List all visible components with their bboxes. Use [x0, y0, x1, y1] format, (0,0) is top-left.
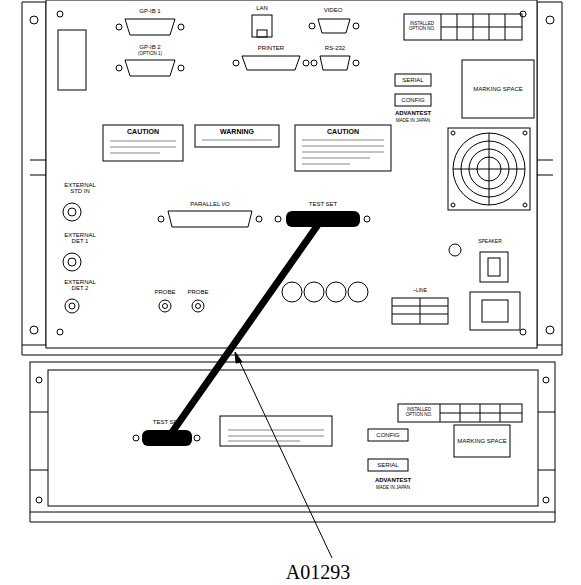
- panel-label: MARKING SPACE: [457, 438, 507, 444]
- panel-label: MADE IN JAPAN: [376, 486, 410, 491]
- panel-label: CAUTION: [127, 128, 159, 135]
- panel-label: VIDEO: [324, 7, 343, 13]
- panel-label: GP-IB 1: [139, 8, 160, 14]
- panel-label: PARALLEL I/O: [190, 201, 229, 207]
- panel-label: PROBE: [187, 289, 208, 295]
- panel-label: SPEAKER: [478, 239, 502, 244]
- panel-label: GP-IB 2: [139, 44, 160, 50]
- panel-label: CONFIG: [376, 432, 399, 438]
- panel-label: ADVANTEST: [395, 110, 431, 116]
- panel-label: CAUTION: [327, 128, 359, 135]
- panel-label: CONFIG: [401, 97, 424, 103]
- panel-label: SERIAL: [402, 77, 423, 83]
- panel-label: PRINTER: [258, 45, 284, 51]
- panel-label: MADE IN JAPAN: [396, 119, 430, 124]
- panel-label: TEST SET: [153, 419, 182, 425]
- panel-label: (OPTION 1): [138, 52, 162, 57]
- panel-label: WARNING: [220, 128, 254, 135]
- panel-label: INSTALLED OPTION NO.: [400, 408, 438, 417]
- panel-label: EXTERNAL DET 1: [60, 232, 100, 245]
- panel-label: EXTERNAL STD IN: [60, 182, 100, 195]
- panel-label: MARKING SPACE: [468, 86, 528, 92]
- panel-label: INSTALLED OPTION NO.: [405, 22, 439, 31]
- panel-label: TEST SET: [309, 201, 338, 207]
- panel-label: ADVANTEST: [375, 477, 411, 483]
- panel-label: SERIAL: [377, 462, 398, 468]
- panel-label: PROBE: [154, 289, 175, 295]
- panel-label: EXTERNAL DET 2: [60, 279, 100, 292]
- panel-label: LAN: [256, 5, 268, 11]
- panel-label: RS-232: [325, 45, 345, 51]
- part-number: A01293: [286, 562, 350, 583]
- panel-label: ~LINE: [413, 288, 427, 293]
